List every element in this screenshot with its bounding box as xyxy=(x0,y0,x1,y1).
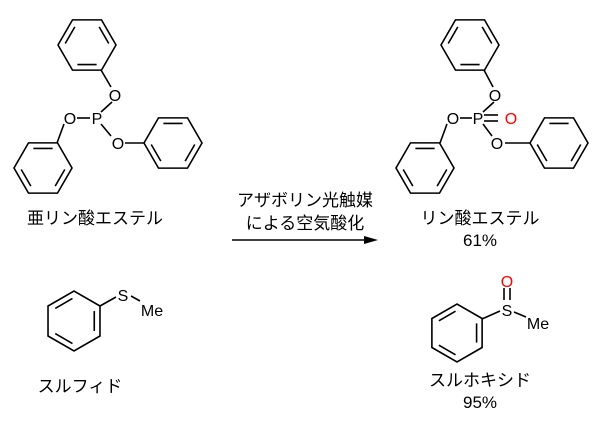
condition-line1: アザボリン光触媒 xyxy=(237,191,373,211)
added-oxygen-atom: O xyxy=(501,274,513,291)
triphenyl-phosphite: O O P O 亜リン酸エステル xyxy=(27,69,163,229)
reactant2-label: スルフィド xyxy=(38,377,123,397)
methyl-phenyl-sulfoxide: O S Me スルホキシド 95% xyxy=(429,274,549,412)
benzene-ring xyxy=(529,117,589,169)
product2-label: スルホキシド xyxy=(429,371,531,391)
benzene-ring xyxy=(13,142,73,194)
benzene-ring xyxy=(57,19,117,71)
reactant1-label: 亜リン酸エステル xyxy=(27,209,163,229)
product1-yield: 61% xyxy=(463,231,497,250)
benzene-ring xyxy=(431,303,483,363)
product2-yield: 95% xyxy=(463,393,497,412)
sulfur-atom: S xyxy=(502,303,513,320)
added-oxygen-atom: O xyxy=(505,111,517,128)
oxygen-atom: O xyxy=(109,88,121,105)
reaction-arrow: アザボリン光触媒 による空気酸化 xyxy=(232,191,378,244)
oxygen-atom: O xyxy=(447,111,459,128)
product1-label: リン酸エステル xyxy=(421,209,540,229)
benzene-ring xyxy=(47,290,101,352)
sulfur-atom: S xyxy=(118,288,129,305)
methyl-group: Me xyxy=(141,303,163,320)
phosphorus-atom: P xyxy=(92,111,103,128)
benzene-ring xyxy=(440,19,500,71)
benzene-ring xyxy=(395,142,455,194)
methyl-group: Me xyxy=(527,316,549,333)
oxygen-atom: O xyxy=(491,136,503,153)
triphenyl-phosphate: O O P O O リン酸エステル 61% xyxy=(421,69,540,250)
oxygen-atom: O xyxy=(489,88,501,105)
arrow-head-icon xyxy=(364,236,378,244)
phosphorus-atom: P xyxy=(473,111,484,128)
thioanisole: S Me スルフィド xyxy=(38,288,164,397)
benzene-ring xyxy=(143,117,203,169)
oxygen-atom: O xyxy=(112,136,124,153)
condition-line2: による空気酸化 xyxy=(246,214,365,234)
oxygen-atom: O xyxy=(64,111,76,128)
